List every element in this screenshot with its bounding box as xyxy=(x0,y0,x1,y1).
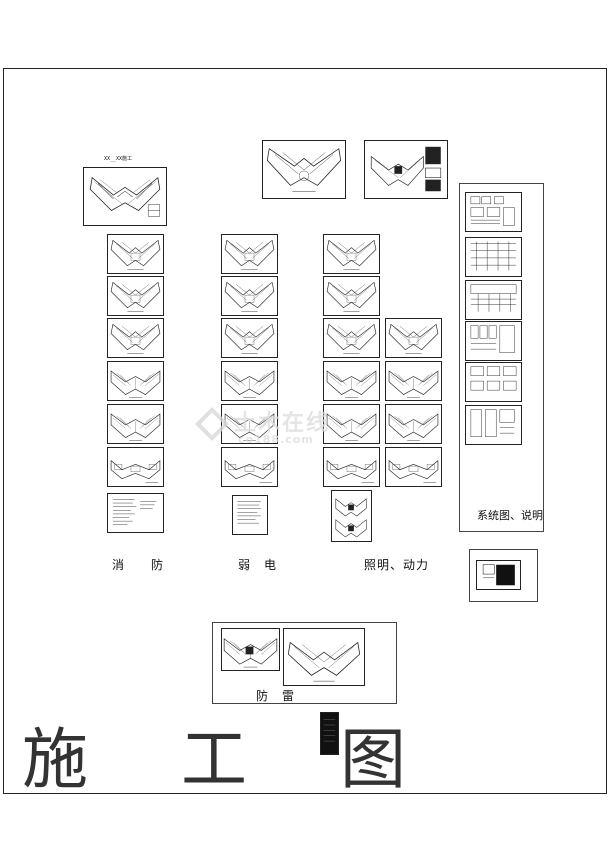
legend-frame xyxy=(469,549,538,602)
system-sheet-4[interactable] xyxy=(465,321,522,361)
lighting-power-label: 照明、动力 xyxy=(364,558,430,572)
lighting-sheet-4[interactable] xyxy=(323,361,380,401)
weak-current-sheet-5[interactable] xyxy=(221,404,278,444)
legend-sheet[interactable] xyxy=(476,560,521,590)
drawing-frame xyxy=(3,68,607,794)
watermark-logo-icon xyxy=(195,407,229,441)
roof-plan-sheet[interactable] xyxy=(262,140,346,199)
fire-sheet-5[interactable] xyxy=(107,404,164,444)
overview-sheet-tag: XX__XX施工 xyxy=(104,156,133,162)
site-plan-sheet[interactable] xyxy=(364,140,448,199)
lightning-sheet-2[interactable] xyxy=(283,628,365,686)
watermark: 土木在线 co188.com xyxy=(195,405,331,446)
fire-sheet-3[interactable] xyxy=(107,318,164,358)
power-sheet-2[interactable] xyxy=(385,361,442,401)
lighting-sheet-3[interactable] xyxy=(323,318,380,358)
lighting-sheet-1[interactable] xyxy=(323,234,380,274)
weak-current-sheet-2[interactable] xyxy=(221,276,278,316)
fire-notes-sheet[interactable] xyxy=(107,493,164,533)
system-sheet-2[interactable] xyxy=(465,237,522,277)
power-sheet-4[interactable] xyxy=(385,447,442,487)
power-sheet-1[interactable] xyxy=(385,318,442,358)
system-sheet-5[interactable] xyxy=(465,362,522,402)
lighting-sheet-6[interactable] xyxy=(323,447,380,487)
construction-drawing-title: 施 工 图 xyxy=(22,721,442,798)
weak-current-sheet-4[interactable] xyxy=(221,361,278,401)
system-diagram-label: 系统图、说明 xyxy=(477,509,543,522)
fire-sheet-1[interactable] xyxy=(107,234,164,274)
weak-current-notes-sheet[interactable] xyxy=(232,495,268,535)
system-sheet-3[interactable] xyxy=(465,280,522,320)
fire-sheet-2[interactable] xyxy=(107,276,164,316)
weak-current-label: 弱 电 xyxy=(238,558,278,572)
fire-label: 消 防 xyxy=(112,558,165,572)
watermark-brand: 土木在线 xyxy=(234,411,331,436)
lighting-sheet-2[interactable] xyxy=(323,276,380,316)
lightning-group-frame xyxy=(212,622,397,704)
fire-sheet-4[interactable] xyxy=(107,361,164,401)
power-sheet-3[interactable] xyxy=(385,404,442,444)
system-sheet-1[interactable] xyxy=(465,192,522,232)
narrow-dark-sheet[interactable] xyxy=(320,712,339,755)
lightning-label: 防 雷 xyxy=(256,689,296,703)
lighting-elevation-sheet[interactable] xyxy=(331,490,372,542)
overview-plan-sheet[interactable] xyxy=(83,167,167,226)
weak-current-sheet-6[interactable] xyxy=(221,447,278,487)
weak-current-sheet-1[interactable] xyxy=(221,234,278,274)
weak-current-sheet-3[interactable] xyxy=(221,318,278,358)
lighting-sheet-5[interactable] xyxy=(323,404,380,444)
watermark-domain: co188.com xyxy=(238,433,314,446)
fire-sheet-6[interactable] xyxy=(107,447,164,487)
system-diagram-panel xyxy=(459,183,544,532)
lightning-sheet-1[interactable] xyxy=(221,628,280,671)
system-sheet-6[interactable] xyxy=(465,405,522,445)
